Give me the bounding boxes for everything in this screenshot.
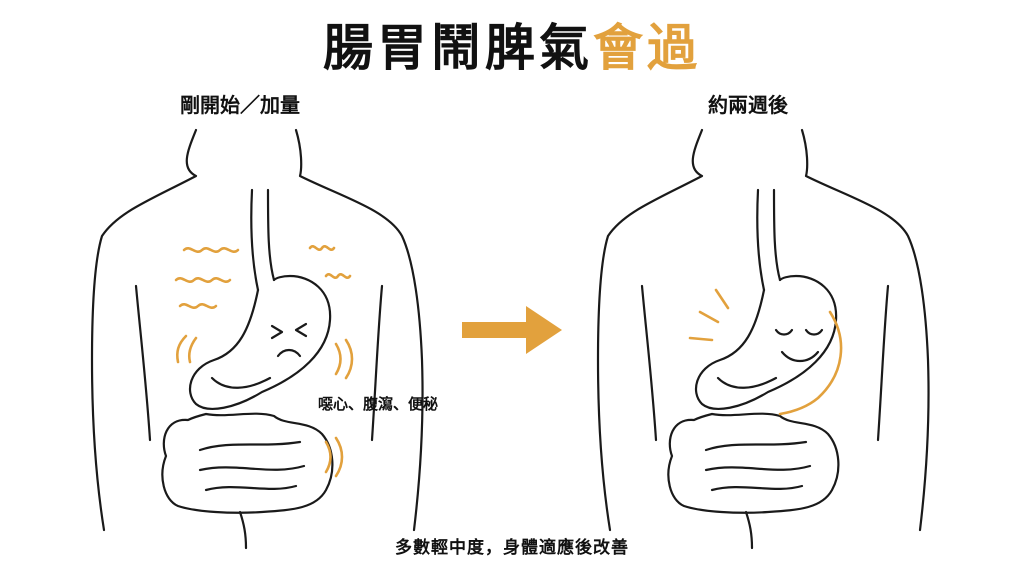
left-discomfort-marks (174, 245, 354, 478)
vibe-low-1 (324, 440, 332, 474)
left-arm-inner-r (370, 284, 384, 442)
caption: 多數輕中度，身體適應後改善 (395, 538, 629, 558)
squiggle-2 (174, 277, 232, 283)
left-large-intestine (161, 412, 334, 514)
symptoms-label: 噁心、腹瀉、便秘 (318, 395, 439, 413)
squiggle-3 (178, 303, 218, 309)
right-glow-marks (688, 288, 843, 416)
left-panel-label: 剛開始／加量 (180, 93, 300, 117)
right-face-eye-l (774, 328, 794, 336)
squiggle-4 (308, 245, 336, 251)
glow-ray-3 (688, 336, 714, 342)
right-rectum (744, 510, 754, 550)
glow-arc (778, 310, 843, 416)
left-face-eye-r (294, 322, 308, 338)
vibe-left-2 (187, 336, 198, 364)
left-stomach-inner (210, 376, 272, 389)
right-large-intestine (667, 412, 840, 514)
left-arm-inner (134, 284, 152, 442)
glow-ray-1 (714, 288, 730, 310)
vibe-low-2 (334, 436, 344, 478)
right-small-intestine-1 (704, 440, 808, 452)
vibe-left-1 (175, 334, 188, 364)
right-arm-inner-r (876, 284, 890, 442)
right-torso-outline (596, 128, 704, 532)
left-figure (90, 128, 424, 550)
vibe-right-1 (334, 342, 342, 376)
left-face-mouth (276, 348, 302, 358)
right-esophagus (756, 188, 782, 292)
squiggle-1 (182, 247, 240, 253)
left-stomach (188, 274, 332, 410)
right-small-intestine-3 (710, 484, 804, 492)
title-main: 腸胃鬧脾氣 (323, 19, 593, 77)
right-small-intestine-2 (704, 464, 812, 472)
glow-ray-2 (698, 310, 720, 324)
title-accent: 會過 (593, 19, 701, 77)
right-face-eye-r (804, 328, 824, 336)
left-small-intestine-1 (198, 440, 302, 452)
vibe-right-2 (344, 338, 354, 380)
left-rectum (238, 510, 248, 550)
right-face-smile (780, 350, 820, 363)
left-torso-outline (90, 128, 198, 532)
left-small-intestine-3 (204, 484, 298, 492)
left-small-intestine-2 (198, 464, 306, 472)
left-esophagus (250, 188, 276, 292)
right-arm-inner (640, 284, 658, 442)
page-title: 腸胃鬧脾氣會過 (0, 18, 1024, 78)
left-torso-right (294, 128, 424, 532)
right-panel-label: 約兩週後 (708, 93, 788, 117)
right-figure (596, 128, 930, 550)
right-stomach (694, 274, 838, 410)
left-face-eye-l (270, 324, 284, 340)
right-stomach-inner (716, 376, 778, 389)
squiggle-5 (324, 273, 352, 279)
right-torso-right (800, 128, 930, 532)
transition-arrow (462, 306, 562, 354)
